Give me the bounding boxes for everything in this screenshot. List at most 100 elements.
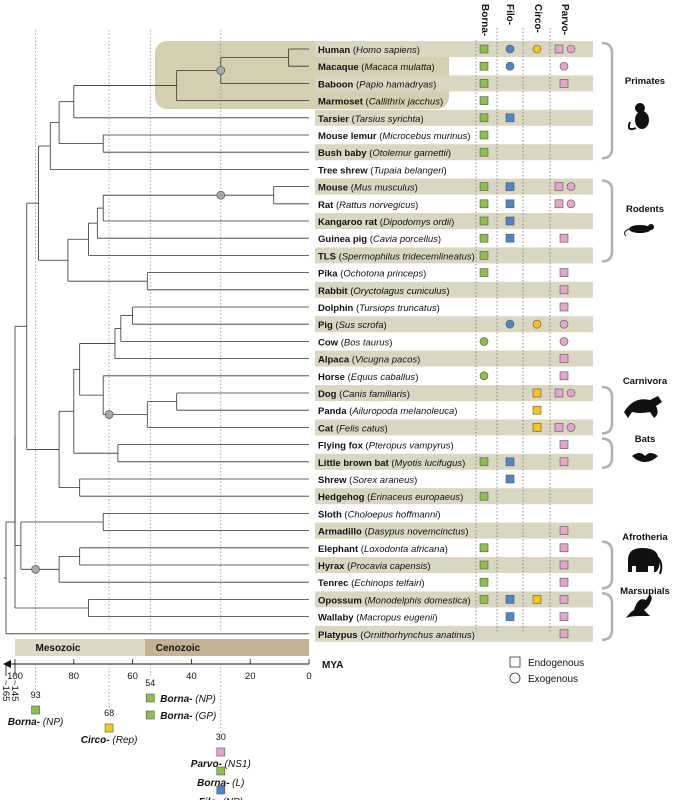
event-age-label: 68 (104, 708, 114, 718)
clade-bracket (601, 179, 614, 263)
species-paren: ) (454, 406, 457, 417)
virus-column-headers: Borna-Filo-Circo-Parvo- (479, 4, 570, 36)
row-stripe (315, 385, 593, 401)
species-paren: ) (467, 131, 470, 142)
row-stripe (315, 350, 593, 367)
species-paren: ) (472, 630, 475, 641)
endogenous-legend-label: Endogenous (528, 658, 584, 669)
insertion-node-marker (104, 410, 114, 419)
species-latin-name: Vicugna pacos (355, 355, 417, 366)
species-latin-name: Mus musculus (354, 183, 415, 194)
species-label: Macaque (Macaca mulatta) (318, 62, 435, 73)
species-paren: ) (472, 251, 475, 262)
species-paren: ( (360, 630, 364, 641)
event-marker (104, 723, 114, 733)
species-paren: ( (348, 372, 352, 383)
species-label: Flying fox (Pteropus vampyrus) (318, 441, 454, 452)
monkey-icon (635, 111, 649, 129)
axis-tick-label: 40 (186, 671, 197, 682)
exogenous-legend-label: Exogenous (528, 674, 578, 685)
species-paren: ( (351, 183, 355, 194)
species-label: Mouse lemur (Microcebus murinus) (318, 131, 471, 142)
species-paren: ) (438, 234, 441, 245)
row-stripe (315, 178, 593, 195)
species-common-name: Dog (318, 389, 339, 400)
endogenous-mark (479, 44, 489, 54)
species-common-name: Pig (318, 320, 335, 331)
exogenous-mark (479, 371, 489, 381)
endogenous-mark (554, 44, 564, 54)
event-age-label: 93 (31, 690, 41, 700)
row-stripe (315, 109, 593, 126)
species-paren: ( (361, 544, 365, 555)
endogenous-mark (559, 543, 569, 553)
species-latin-name: Myotis lucifugus (395, 458, 463, 469)
event-virus-name: Parvo- (191, 759, 223, 770)
species-common-name: Tree shrew (318, 165, 370, 176)
row-stripe (315, 247, 593, 264)
species-common-name: Platypus (318, 630, 360, 641)
axis-tick-label: 0 (306, 671, 311, 682)
species-latin-name: Oryctolagus cuniculus (353, 286, 446, 297)
endogenous-mark (479, 233, 489, 243)
species-common-name: Hyrax (318, 561, 347, 572)
event-gene-name: (NS1) (222, 759, 251, 770)
event-age-label: 54 (145, 678, 155, 688)
kangaroo-icon (626, 594, 652, 618)
species-paren: ) (407, 389, 410, 400)
species-label: Hyrax (Procavia capensis) (318, 561, 431, 572)
row-stripe (315, 41, 593, 57)
endogenous-mark (554, 199, 564, 209)
event-marker (145, 693, 155, 703)
exogenous-mark (532, 44, 542, 54)
species-paren: ) (437, 509, 440, 520)
endogenous-mark (559, 302, 569, 312)
event-gene-name: (GP) (192, 711, 216, 722)
endogenous-mark (479, 251, 489, 260)
species-label: TLS (Spermophilus tridecemlineatus) (318, 251, 475, 262)
exogenous-legend-swatch (509, 672, 521, 684)
row-stripe (315, 557, 593, 573)
species-paren: ) (432, 62, 435, 73)
virus-column-header: Borna- (479, 4, 490, 36)
endogenous-mark (479, 457, 489, 467)
species-paren: ( (367, 492, 371, 503)
row-stripe (315, 419, 593, 436)
event-marker (216, 785, 226, 795)
virus-marks (479, 44, 576, 639)
species-latin-name: Ornithorhynchus anatinus (363, 630, 472, 641)
species-paren: ( (352, 114, 356, 125)
species-latin-name: Cavia porcellus (373, 234, 438, 245)
species-latin-name: Ochotona princeps (343, 269, 423, 280)
species-latin-name: Rattus norvegicus (339, 200, 415, 211)
axis-unit-label: MYA (322, 660, 343, 671)
endogenous-mark (479, 96, 489, 105)
endogenous-mark (505, 199, 515, 209)
endogenous-mark (479, 61, 489, 71)
species-paren: ( (356, 303, 360, 314)
event-virus-name: Borna- (197, 778, 230, 789)
endogenous-mark (559, 577, 569, 587)
species-latin-name: Procavia capensis (350, 561, 427, 572)
clade-label: Primates (625, 76, 665, 87)
row-stripe (315, 453, 593, 470)
species-paren: ) (427, 561, 430, 572)
species-paren: ) (417, 45, 420, 56)
species-label: Pika (Ochotona princeps) (318, 269, 426, 280)
species-paren: ) (448, 148, 451, 159)
row-stripe (315, 591, 593, 608)
species-latin-name: Tursiops truncatus (359, 303, 437, 314)
endogenous-mark (505, 457, 515, 467)
endogenous-mark (479, 113, 489, 123)
exogenous-mark (505, 61, 515, 71)
exogenous-mark (566, 182, 576, 191)
endogenous-mark (559, 371, 569, 381)
species-label: Pig (Sus scrofa) (318, 320, 387, 331)
endogenous-mark (559, 595, 569, 604)
species-label: Sloth (Choloepus hoffmanni) (318, 509, 441, 520)
species-paren: ) (389, 337, 392, 348)
insertion-node-marker (31, 564, 40, 574)
endogenous-mark (554, 423, 564, 432)
species-common-name: Tenrec (318, 578, 351, 589)
endogenous-mark (505, 113, 515, 123)
